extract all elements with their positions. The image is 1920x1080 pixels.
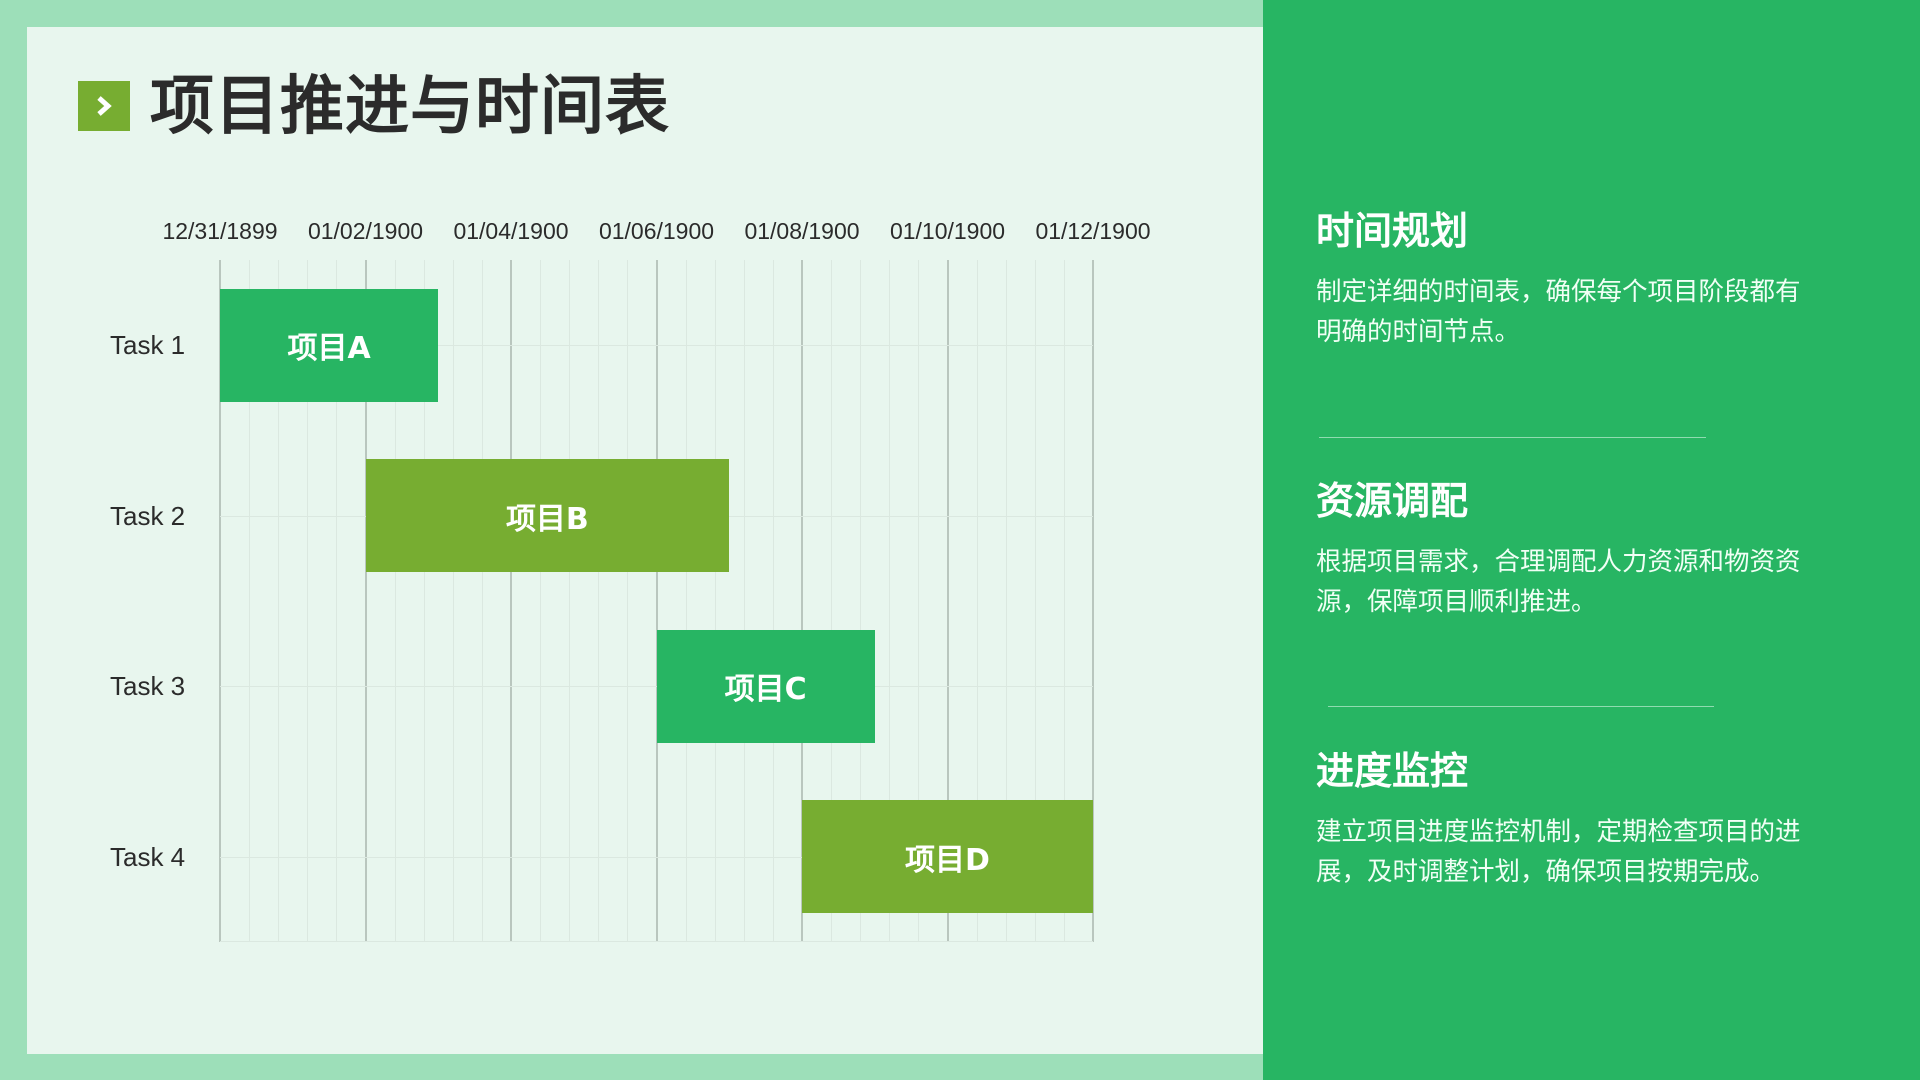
- gantt-chart: 项目A 项目B 项目C 项目D: [219, 260, 1094, 942]
- major-gridline: [655, 260, 658, 942]
- minor-gridline: [481, 260, 483, 942]
- divider: [1319, 437, 1706, 438]
- major-gridline: [219, 260, 221, 942]
- major-gridline: [364, 260, 367, 942]
- y-tick-label: Task 4: [110, 841, 186, 872]
- x-tick-label: 01/06/1900: [598, 218, 715, 244]
- y-tick-label: Task 3: [110, 671, 186, 702]
- page-title: 项目推进与时间表: [150, 70, 670, 144]
- x-tick-label: 01/04/1900: [453, 218, 569, 244]
- minor-gridline: [772, 260, 774, 942]
- minor-gridline: [1005, 260, 1007, 942]
- x-tick-label: 12/31/1899: [162, 218, 278, 244]
- minor-gridline: [336, 260, 338, 942]
- minor-gridline: [307, 260, 309, 942]
- row-gridline: [220, 345, 1093, 347]
- minor-gridline: [423, 260, 425, 942]
- x-tick-label: 01/12/1900: [1035, 218, 1151, 244]
- minor-gridline: [918, 260, 920, 942]
- major-gridline: [946, 260, 949, 942]
- gantt-bar: 项目B: [365, 459, 730, 573]
- minor-gridline: [627, 260, 629, 942]
- y-tick-label: Task 2: [110, 500, 186, 531]
- card-body-resource-allocation: 根据项目需求，合理调配人力资源和物资资源，保障项目顺利推进。: [1316, 547, 1801, 617]
- minor-gridline: [394, 260, 396, 942]
- minor-gridline: [452, 260, 454, 942]
- card-heading-progress-monitoring: 进度监控: [1316, 749, 1469, 793]
- gantt-bar: 项目D: [802, 800, 1093, 914]
- gantt-bar: 项目C: [656, 629, 875, 743]
- minor-gridline: [1063, 260, 1065, 942]
- minor-gridline: [860, 260, 862, 942]
- minor-gridline: [889, 260, 891, 942]
- minor-gridline: [278, 260, 280, 942]
- minor-gridline: [540, 260, 542, 942]
- plot-bottom-line: [220, 941, 1093, 942]
- row-gridline: [220, 856, 1093, 858]
- y-tick-label: Task 1: [110, 330, 186, 361]
- major-gridline: [1092, 260, 1094, 942]
- minor-gridline: [685, 260, 687, 942]
- x-tick-label: 01/10/1900: [889, 218, 1006, 244]
- minor-gridline: [831, 260, 833, 942]
- card-body-progress-monitoring: 建立项目进度监控机制，定期检查项目的进展，及时调整计划，确保项目按期完成。: [1316, 817, 1801, 887]
- gantt-bar: 项目A: [220, 288, 439, 402]
- minor-gridline: [714, 260, 716, 942]
- x-tick-label: 01/02/1900: [307, 218, 424, 244]
- minor-gridline: [976, 260, 978, 942]
- minor-gridline: [743, 260, 745, 942]
- card-heading-time-planning: 时间规划: [1316, 209, 1469, 253]
- chevron-right-icon: [78, 81, 130, 131]
- card-body-time-planning: 制定详细的时间表，确保每个项目阶段都有明确的时间节点。: [1316, 277, 1801, 347]
- major-gridline: [801, 260, 803, 942]
- minor-gridline: [249, 260, 251, 942]
- minor-gridline: [598, 260, 600, 942]
- minor-gridline: [569, 260, 571, 942]
- x-tick-label: 01/08/1900: [744, 218, 860, 244]
- divider: [1328, 706, 1714, 707]
- major-gridline: [510, 260, 512, 942]
- card-heading-resource-allocation: 资源调配: [1316, 479, 1469, 523]
- minor-gridline: [1034, 260, 1036, 942]
- side-panel: [1263, 0, 1920, 1080]
